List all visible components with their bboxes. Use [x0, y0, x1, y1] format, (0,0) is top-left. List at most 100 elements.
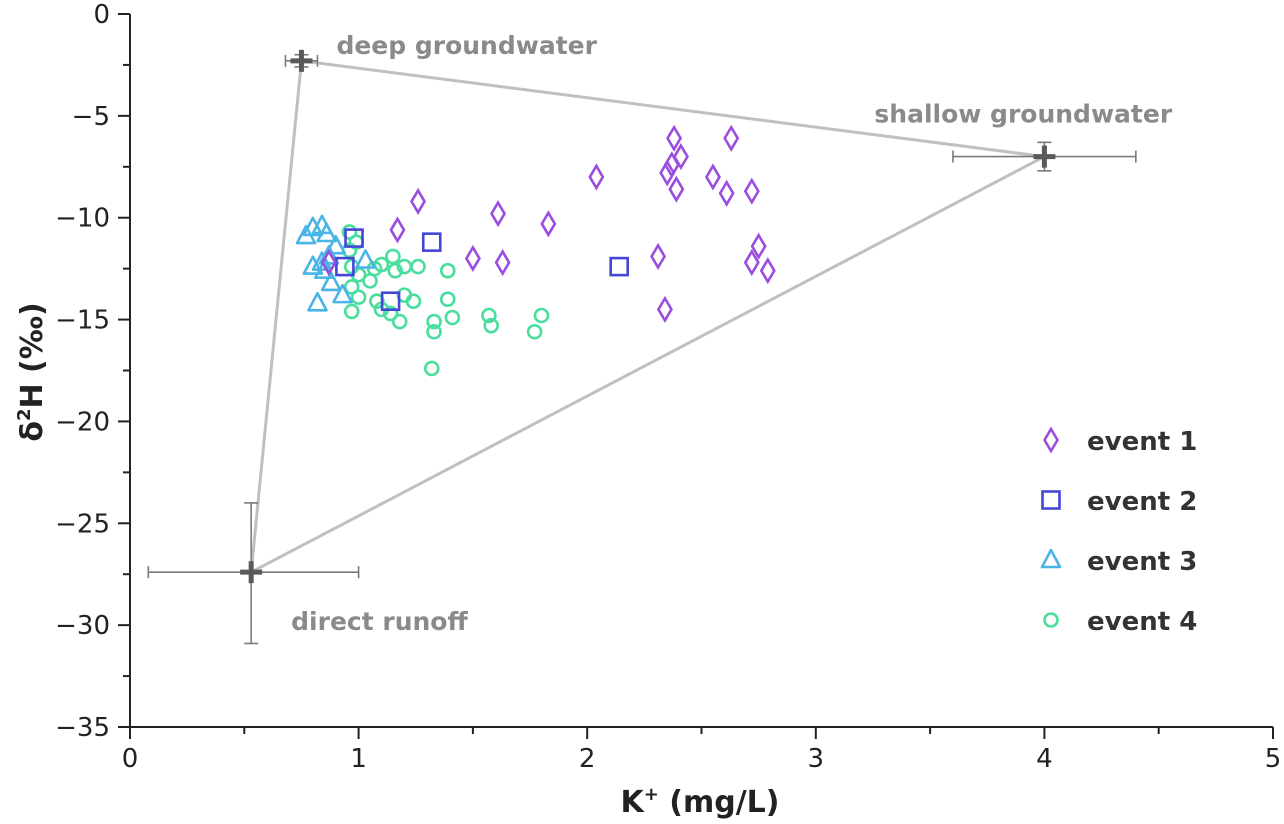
circle-point: [362, 273, 378, 289]
diamond-point: [588, 163, 605, 191]
diamond-point: [743, 248, 760, 277]
circle-point: [391, 313, 408, 330]
y-axis-title: δ2H (‰): [14, 302, 50, 441]
x-tick-label: 4: [1036, 744, 1053, 774]
x-tick-label: 5: [1265, 744, 1282, 774]
diamond-point: [723, 124, 740, 152]
triangle-point: [332, 283, 353, 304]
diamond-point: [672, 143, 689, 171]
circle-point: [410, 258, 426, 275]
y-tick-label: 0: [93, 0, 110, 30]
triangle-point: [302, 255, 324, 275]
end-member-label: shallow groundwater: [874, 100, 1172, 129]
diamond-point: [494, 248, 511, 277]
series-event-2: [335, 228, 630, 312]
triangle-point: [318, 245, 340, 265]
circle-point: [343, 303, 360, 320]
triangle-point: [316, 222, 337, 243]
diamond-point: [410, 187, 427, 215]
diamond-point: [743, 177, 760, 205]
legend-label: event 1: [1087, 427, 1197, 457]
x-axis-title: K+ (mg/L): [620, 784, 779, 820]
triangle-point: [320, 271, 342, 292]
circle-point: [483, 317, 499, 334]
legend-label: event 3: [1087, 547, 1197, 577]
x-tick-label: 2: [579, 744, 596, 774]
diamond-point: [659, 159, 676, 187]
series-event-3: [295, 214, 376, 312]
end-member-deep-groundwater: deep groundwater: [284, 31, 598, 72]
square-point: [344, 228, 364, 248]
legend-circle-marker: [1043, 612, 1059, 628]
circle-point: [481, 307, 497, 324]
y-tick-label: −5: [72, 102, 110, 132]
legend-diamond-marker: [1042, 426, 1060, 454]
diamond-point: [668, 175, 685, 203]
y-tick-label: −15: [55, 306, 110, 336]
y-tick-label: −25: [55, 509, 110, 539]
circle-point: [533, 307, 550, 324]
circle-point: [439, 291, 456, 308]
y-tick-label: −30: [55, 611, 110, 641]
data-points: [295, 124, 776, 377]
legend-item: event 1: [1042, 426, 1197, 457]
diamond-point: [750, 232, 767, 260]
diamond-point: [704, 163, 721, 191]
square-point: [380, 291, 401, 312]
x-tick-label: 1: [350, 744, 367, 774]
circle-point: [426, 313, 442, 330]
diamond-point: [464, 244, 481, 273]
legend: event 1 event 2 event 3 event 4: [1040, 426, 1197, 637]
diamond-point: [320, 248, 337, 277]
end-members: deep groundwater shallow groundwater direc…: [147, 31, 1173, 645]
diamond-point: [666, 124, 683, 152]
end-member-label: deep groundwater: [336, 31, 597, 60]
triangle-point: [355, 249, 376, 269]
circle-point: [387, 262, 403, 279]
diamond-point: [389, 216, 406, 244]
circle-point: [423, 360, 440, 377]
series-event-1: [320, 124, 776, 323]
legend-item: event 4: [1043, 607, 1197, 637]
triangle-point: [314, 259, 335, 279]
square-point: [421, 232, 442, 252]
legend-label: event 4: [1087, 607, 1197, 637]
circle-point: [385, 248, 401, 265]
legend-item: event 2: [1041, 487, 1197, 517]
x-tick-label: 3: [808, 744, 825, 774]
circle-point: [382, 305, 399, 322]
circle-point: [526, 323, 543, 340]
diamond-point: [540, 210, 557, 238]
y-tick-label: −10: [55, 204, 110, 234]
diamond-point: [759, 257, 776, 285]
y-tick-label: −20: [55, 407, 110, 437]
diamond-point: [718, 179, 735, 207]
legend-item: event 3: [1040, 547, 1197, 577]
circle-point: [405, 293, 422, 310]
triangle-point: [311, 251, 333, 271]
mixing-triangle: [249, 59, 1046, 574]
triangle-point: [325, 234, 347, 255]
legend-square-marker: [1041, 490, 1061, 510]
square-point: [335, 256, 355, 277]
x-tick-label: 0: [122, 744, 139, 774]
diamond-point: [663, 151, 680, 179]
circle-point: [350, 289, 367, 305]
end-member-direct-runoff: direct runoff: [147, 502, 468, 645]
end-member-shallow-groundwater: shallow groundwater: [874, 100, 1173, 172]
legend-triangle-marker: [1040, 548, 1062, 569]
end-member-label: direct runoff: [291, 607, 468, 636]
diamond-point: [656, 295, 673, 323]
circle-point: [426, 323, 442, 340]
mixing-triangle-outline: [249, 59, 1046, 574]
triangle-point: [307, 291, 328, 312]
circle-point: [439, 262, 456, 279]
square-point: [609, 256, 630, 277]
diamond-point: [490, 200, 507, 228]
series-event-4: [341, 224, 550, 377]
legend-label: event 2: [1087, 487, 1197, 517]
diamond-point: [650, 242, 667, 270]
circle-point: [373, 256, 390, 273]
